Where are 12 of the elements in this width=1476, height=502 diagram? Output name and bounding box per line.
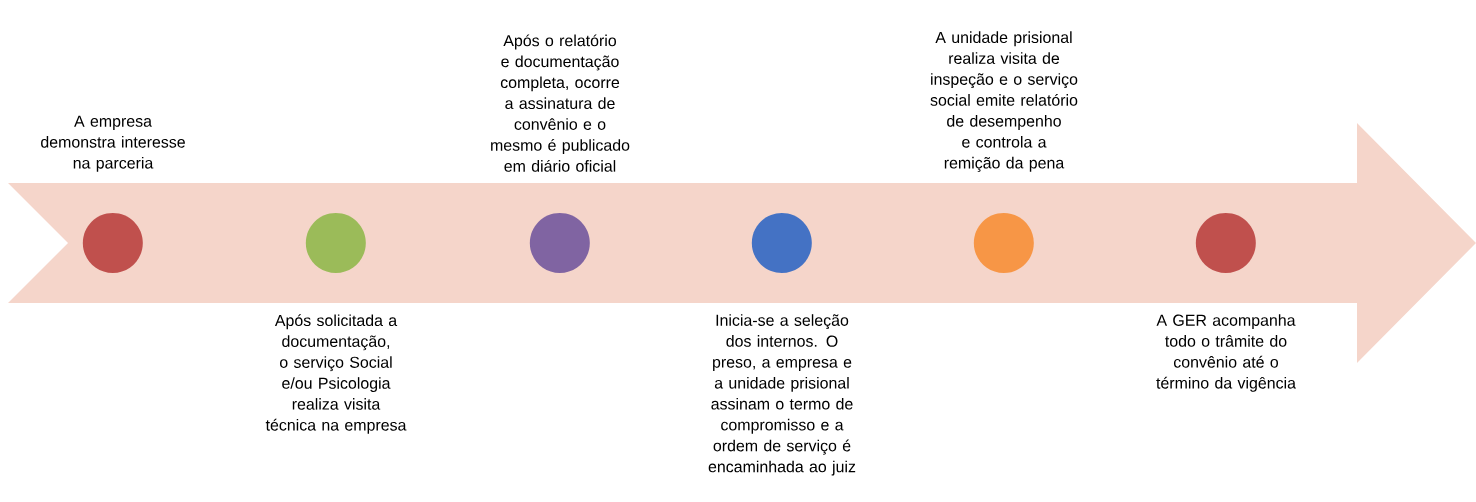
timeline-dot [305,213,366,273]
step-text: A empresa demonstra interesse na parceria [41,115,185,172]
timeline-dot [751,213,812,273]
step-text: Inicia-se a seleção dos internos. O preso, a empresa e a unidade prisional assinam o termo de compromisso e a ordem de serviço é encaminhada ao juiz [708,314,856,476]
step-text: Após o relatório e documentação completa, ocorre a assinatura de convênio e o mesmo é publicado em diário oficial [491,34,630,172]
timeline-dot [82,213,143,273]
timeline-dot [1195,213,1256,273]
step-text: A unidade prisional realiza visita de inspeção e o serviço social emite relatório de desempenho e controla a remição da pena [930,31,1078,172]
timeline-dot [529,213,590,273]
step-text: A GER acompanha todo o trâmite do convênio até o término da vigência [1156,314,1296,392]
step-text: Após solicitada a documentação, o serviço Social e/ou Psicologia realiza visita técnica na empresa [265,314,407,434]
timeline-dot [973,213,1034,273]
